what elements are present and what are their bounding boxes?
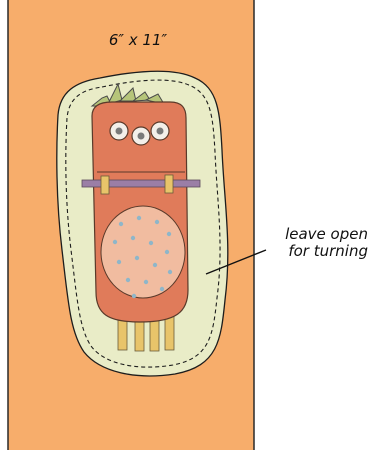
waist-band bbox=[82, 180, 200, 187]
left-arm-tab bbox=[101, 176, 109, 194]
belly-dot bbox=[126, 278, 130, 282]
annotation-line-2: for turning bbox=[288, 242, 368, 260]
belly-dot bbox=[168, 270, 172, 274]
belly-dot bbox=[155, 220, 159, 224]
pupil bbox=[157, 128, 164, 135]
belly-dot bbox=[165, 250, 169, 254]
belly-dot bbox=[131, 236, 135, 240]
belly-dot bbox=[137, 216, 141, 220]
belly-dot bbox=[113, 240, 117, 244]
belly-dot bbox=[160, 287, 164, 291]
annotation-line-1: leave open bbox=[285, 225, 368, 243]
belly-dot bbox=[132, 294, 136, 298]
belly-dot bbox=[117, 260, 121, 264]
pupil bbox=[138, 133, 145, 140]
belly-dot bbox=[135, 256, 139, 260]
belly-dot bbox=[119, 222, 123, 226]
size-label: 6″ x 11″ bbox=[109, 31, 168, 49]
belly-patch bbox=[101, 206, 185, 298]
right-arm-tab bbox=[165, 175, 173, 193]
belly-dot bbox=[149, 241, 153, 245]
belly-dot bbox=[144, 280, 148, 284]
belly-dot bbox=[167, 232, 171, 236]
belly-dot bbox=[153, 263, 157, 267]
pupil bbox=[116, 128, 123, 135]
